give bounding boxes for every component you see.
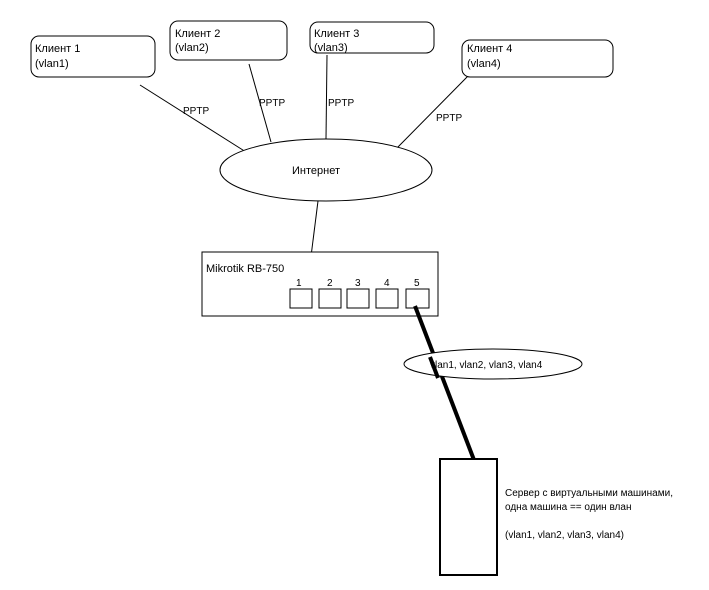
port-5-label: 5 (414, 278, 420, 289)
port-2-label: 2 (327, 278, 333, 289)
client-1-vlan: (vlan1) (35, 58, 69, 70)
server-desc-line-1: Сервер с виртуальными машинами, (505, 488, 673, 499)
port-3 (346, 288, 370, 309)
server-desc-line-2: одна машина == один влан (505, 502, 631, 513)
client-3-vlan: (vlan3) (314, 42, 348, 54)
client-box-2: Клиент 2 (vlan2) (169, 20, 288, 61)
trunk-ellipse: vlan1, vlan2, vlan3, vlan4 (403, 348, 583, 380)
port-1 (289, 288, 313, 309)
pptp-label-3: PPTP (328, 98, 354, 109)
client-box-4: Клиент 4 (vlan4) (461, 39, 614, 78)
port-4 (375, 288, 399, 309)
client-box-3: Клиент 3 (vlan3) (309, 21, 435, 54)
server-box (439, 458, 498, 576)
port-3-label: 3 (355, 278, 361, 289)
server-desc-line-3: (vlan1, vlan2, vlan3, vlan4) (505, 530, 624, 541)
client-box-1: Клиент 1 (vlan1) (30, 35, 156, 78)
client-2-vlan: (vlan2) (175, 42, 209, 54)
port-2 (318, 288, 342, 309)
pptp-label-4: PPTP (436, 113, 462, 124)
link-client-2 (248, 63, 272, 143)
link-client-3 (325, 54, 328, 140)
client-1-name: Клиент 1 (35, 43, 80, 55)
trunk-label: vlan1, vlan2, vlan3, vlan4 (430, 360, 543, 371)
internet-label: Интернет (292, 165, 340, 177)
port-4-label: 4 (384, 278, 390, 289)
router-box: Mikrotik RB-750 1 2 3 4 5 (201, 251, 439, 317)
client-4-name: Клиент 4 (467, 43, 512, 55)
client-2-name: Клиент 2 (175, 28, 220, 40)
router-label: Mikrotik RB-750 (206, 263, 284, 275)
link-client-4 (395, 74, 470, 150)
trunk-line (413, 305, 476, 461)
port-5 (405, 288, 430, 309)
port-1-label: 1 (296, 278, 302, 289)
client-3-name: Клиент 3 (314, 28, 359, 40)
link-client-1 (139, 84, 247, 153)
pptp-label-2: PPTP (259, 98, 285, 109)
internet-ellipse: Интернет (219, 138, 433, 202)
client-4-vlan: (vlan4) (467, 58, 501, 70)
pptp-label-1: PPTP (183, 106, 209, 117)
